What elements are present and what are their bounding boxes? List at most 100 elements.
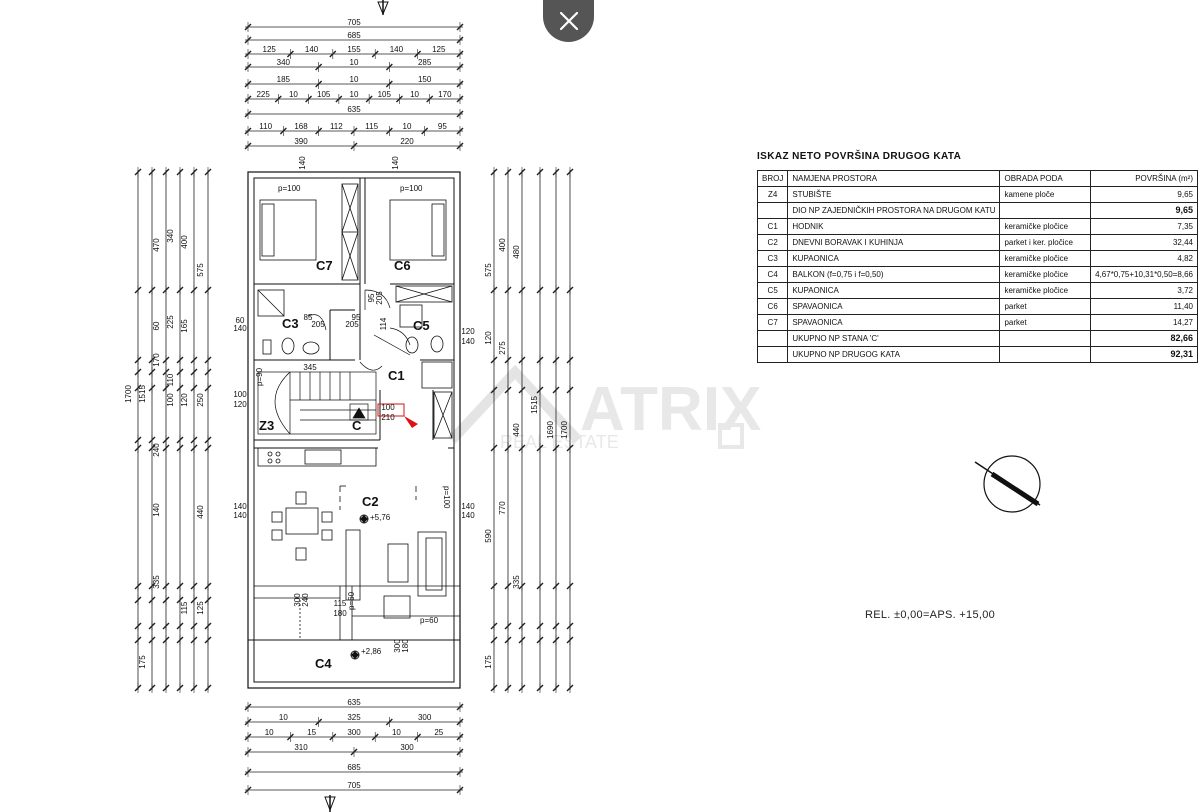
area-cell-area: 11,40 (1090, 298, 1198, 315)
dim-left-label: 440 (196, 505, 205, 519)
room-label-c6: C6 (394, 258, 411, 273)
dim-bottom-label: 685 (347, 763, 361, 772)
opening-label-c4: p=60 (420, 616, 439, 625)
inner-dim-label: 345 (303, 363, 317, 372)
area-cell-floor: keramičke pločice (999, 250, 1092, 267)
dim-left-label: 575 (196, 263, 205, 277)
dashed-markers (339, 485, 417, 510)
dim-right-label: 770 (498, 501, 507, 515)
dim-right-label: 1700 (560, 421, 569, 439)
dim-top-label: 105 (378, 90, 392, 99)
dim-right-label: 400 (498, 238, 507, 252)
area-cell-floor: keramičke pločice (999, 282, 1092, 299)
room-label-c4: C4 (315, 656, 332, 671)
dim-top-label: 390 (294, 137, 308, 146)
opening-label-balcony: p=60 (347, 591, 356, 610)
inner-dim-label: 205 (311, 320, 325, 329)
dim-left-label: 60 (152, 321, 161, 330)
inner-dim-label: 180 (401, 639, 410, 653)
area-cell-area: 9,65 (1090, 202, 1198, 219)
area-cell-area: 4,82 (1090, 250, 1198, 267)
dim-top-label: 10 (350, 90, 359, 99)
door-swings (307, 289, 411, 371)
area-cell-floor: parket (999, 298, 1092, 315)
inner-dim-label: 140 (461, 502, 475, 511)
dim-top-label: 140 (390, 45, 404, 54)
area-cell-name: UKUPNO NP STANA 'C' (787, 330, 1001, 347)
area-cell-no: C6 (756, 298, 789, 315)
dim-top-label: 10 (410, 90, 419, 99)
elevation-reference-note: REL. ±0,00=APS. +15,00 (865, 609, 996, 621)
dim-left-label: 1515 (138, 385, 147, 403)
area-cell-area: 7,35 (1090, 218, 1198, 235)
dim-bottom-label: 300 (418, 713, 432, 722)
area-cell-floor: parket i ker. pločice (999, 234, 1092, 251)
inner-dim-label: 85 (304, 313, 313, 322)
inner-dim-label: 100 (233, 390, 247, 399)
dim-bottom-label: 325 (347, 713, 361, 722)
dim-left-label: 140 (152, 503, 161, 517)
area-cell-no: C4 (756, 266, 789, 283)
area-cell-floor: kamene ploče (999, 186, 1092, 203)
dim-left-label: 335 (152, 575, 161, 589)
section-marker-bottom (324, 795, 336, 812)
dim-top-label: 10 (403, 122, 412, 131)
dim-left-label: 225 (166, 315, 175, 329)
dim-top-label: 185 (277, 75, 291, 84)
dim-bottom-label: 10 (265, 728, 274, 737)
col-header-name: NAMJENA PROSTORA (787, 170, 1001, 187)
inner-dim-label: 140 (461, 511, 475, 520)
area-cell-name: KUPAONICA (787, 282, 1001, 299)
entrance-door (377, 403, 418, 428)
dim-left-label: 340 (166, 229, 175, 243)
area-cell-no (756, 346, 789, 363)
dim-left-label: 175 (138, 655, 147, 669)
room-label-c: C (352, 418, 362, 433)
dim-left-label: 100 (166, 393, 175, 407)
dim-right-label: 275 (498, 341, 507, 355)
dim-bottom-label: 15 (307, 728, 316, 737)
dim-left-label: 170 (152, 353, 161, 367)
room-label-c5: C5 (413, 318, 430, 333)
inner-dim-label: 100 (381, 403, 395, 412)
area-cell-no: C3 (756, 250, 789, 267)
section-marker-top (377, 0, 389, 16)
close-icon (559, 11, 578, 31)
dim-top-label: 150 (418, 75, 432, 84)
dim-left-label: 120 (180, 393, 189, 407)
inner-dim-label: 140 (233, 502, 247, 511)
dim-right-label: 175 (484, 655, 493, 669)
area-cell-no (756, 330, 789, 347)
area-cell-no: C2 (756, 234, 789, 251)
area-cell-floor (999, 202, 1092, 219)
close-button[interactable] (543, 0, 594, 42)
dim-top-label: 635 (347, 105, 361, 114)
dim-right-label: 575 (484, 263, 493, 277)
dim-right-label: 120 (484, 331, 493, 345)
area-cell-name: DIO NP ZAJEDNIČKIH PROSTORA NA DRUGOM KA… (787, 202, 1001, 219)
dim-left-label: 250 (196, 393, 205, 407)
outer-walls (247, 171, 461, 689)
dim-top-label: 220 (400, 137, 414, 146)
area-cell-no: C5 (756, 282, 789, 299)
inner-dim-label: 205 (375, 291, 384, 305)
dim-bottom-label: 635 (347, 698, 361, 707)
dim-top-label: 140 (305, 45, 319, 54)
inner-dim-label: 205 (345, 320, 359, 329)
dim-left-label: 1700 (124, 385, 133, 403)
room-labels: C7 C6 C3 C5 C1 Z3 C C2 C4 (259, 258, 430, 671)
inner-dim-label: 140 (233, 511, 247, 520)
dim-bottom-label: 300 (347, 728, 361, 737)
area-cell-area: 92,31 (1090, 346, 1198, 363)
level-label-balcony: +2,86 (361, 647, 382, 656)
dim-bottom-label: 10 (392, 728, 401, 737)
dim-top-label: 112 (330, 122, 343, 131)
inner-dim-label: 300 (293, 593, 302, 607)
col-header-area: POVRŠINA (m²) (1090, 170, 1198, 187)
dim-bottom-label: 10 (279, 713, 288, 722)
